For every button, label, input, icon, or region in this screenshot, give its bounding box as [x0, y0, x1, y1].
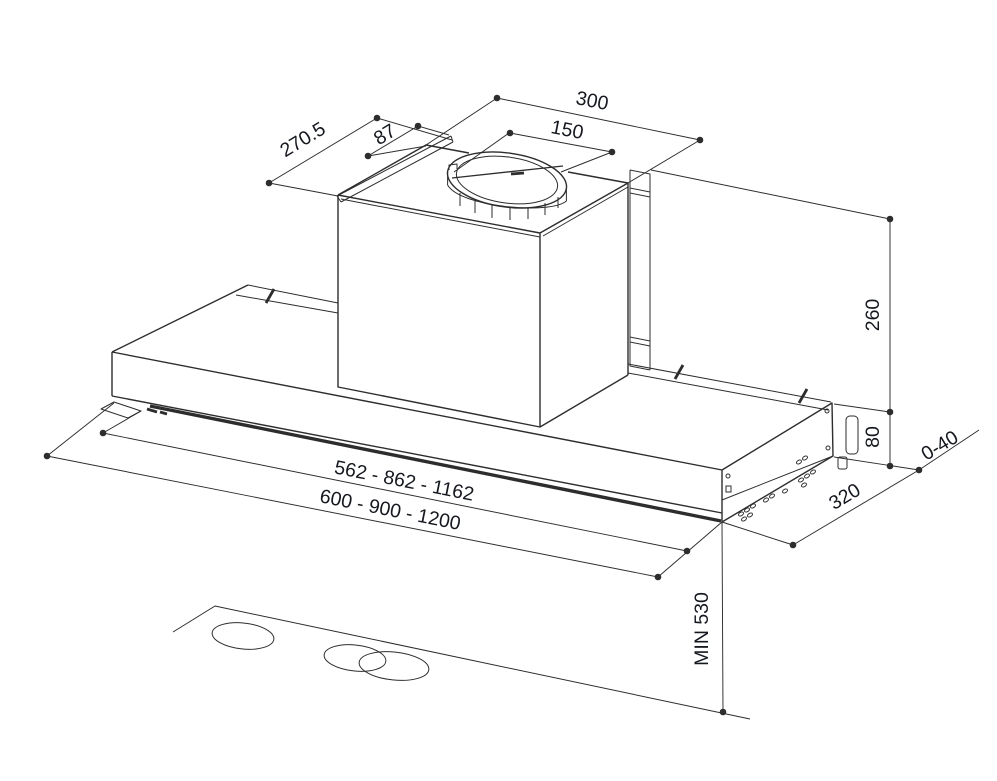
hood-outlines [111, 144, 834, 720]
screw-hole [825, 445, 831, 451]
mounting-hole-pattern [725, 408, 831, 522]
dim-label-min-hob-distance: MIN 530 [691, 592, 713, 666]
cooktop-outline [172, 605, 751, 720]
rear-bracket-tab-small [837, 456, 848, 470]
dim-label-top-depth: 270.5 [276, 118, 329, 162]
flange-inner-ring [455, 155, 559, 205]
canopy-body [111, 284, 834, 523]
dimension-line-paths [46, 97, 980, 713]
dim-label-adjust-range: 0-40 [918, 426, 963, 465]
dimension-lines [43, 94, 980, 716]
cooktop-burners [211, 622, 430, 681]
burner-left [211, 622, 275, 650]
dim-label-chimney-width: 300 [574, 87, 610, 115]
flange-center-slot [510, 171, 525, 176]
hood-details [100, 135, 859, 523]
burner-right [358, 651, 430, 681]
joint-tick-marks [146, 288, 809, 416]
square-hole [725, 485, 732, 493]
dim-label-body-depth: 320 [825, 479, 864, 515]
duct-flange [446, 151, 568, 220]
flange-collar [447, 163, 567, 220]
screw-hole [725, 473, 731, 479]
dim-label-chimney-height: 260 [862, 299, 884, 332]
slot-holes [738, 455, 816, 522]
dimension-end-dots [43, 94, 923, 716]
screw-hole [824, 408, 830, 414]
dim-label-body-height: 80 [862, 426, 884, 448]
burner-middle [323, 644, 387, 672]
dim-label-duct-diameter: 150 [549, 116, 585, 144]
flange-outer-ring [446, 151, 568, 209]
glass-front-edge [149, 404, 722, 523]
chimney-box [337, 144, 629, 428]
flange-damper-edge [451, 165, 564, 179]
dim-label-rear-offset: 87 [370, 120, 400, 150]
panel-detail-lines [100, 135, 834, 501]
rear-bracket-tab [845, 415, 859, 455]
